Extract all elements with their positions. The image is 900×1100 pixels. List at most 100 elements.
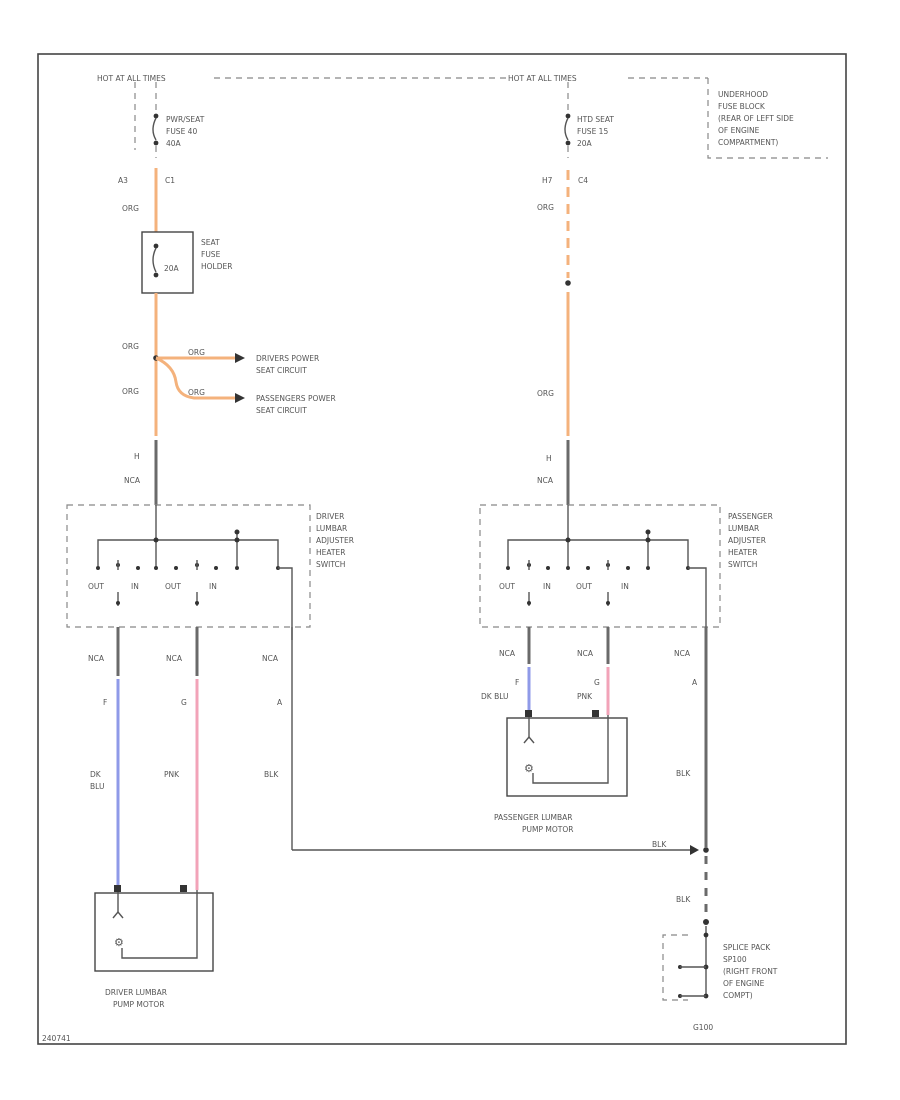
- svg-text:PUMP MOTOR: PUMP MOTOR: [522, 825, 573, 834]
- svg-text:OF ENGINE: OF ENGINE: [718, 126, 760, 135]
- wire-org-label-1: ORG: [122, 204, 139, 213]
- fuse-40-symbol: [152, 113, 159, 146]
- svg-text:SPLICE PACK: SPLICE PACK: [723, 943, 771, 952]
- passenger-switch-internals: [506, 505, 707, 627]
- svg-text:PUMP MOTOR: PUMP MOTOR: [113, 1000, 164, 1009]
- arrow-blk-to-splice: [690, 845, 699, 855]
- wire-org-label-2: ORG: [122, 342, 139, 351]
- figure-id: 240741: [42, 1034, 71, 1043]
- driver-switch-outline: [66, 504, 311, 628]
- svg-text:LUMBAR: LUMBAR: [316, 524, 347, 533]
- pin-f-driver: F: [103, 698, 107, 707]
- svg-text:ADJUSTER: ADJUSTER: [316, 536, 354, 545]
- driver-switch-label: DRIVER LUMBAR ADJUSTER HEATER SWITCH: [316, 512, 354, 569]
- fuse-block-outline: [707, 78, 828, 159]
- conn-a3-label: A3: [118, 176, 128, 185]
- seat-fuse-symbol: [152, 243, 159, 278]
- driver-sw-out-1: OUT: [88, 582, 104, 591]
- pin-g-driver: G: [181, 698, 187, 707]
- driver-motor-icon: ⚙: [114, 936, 124, 949]
- nca-passenger-a: NCA: [674, 649, 691, 658]
- driver-motor-label: DRIVER LUMBAR PUMP MOTOR: [105, 988, 167, 1009]
- svg-text:COMPT): COMPT): [723, 991, 753, 1000]
- svg-text:UNDERHOOD: UNDERHOOD: [718, 90, 768, 99]
- dk-blu-driver-2: BLU: [90, 782, 104, 791]
- branch-passenger-power-seat: [155, 356, 235, 400]
- svg-text:PASSENGERS POWER: PASSENGERS POWER: [256, 394, 336, 403]
- nca-right-feed: NCA: [537, 476, 554, 485]
- svg-text:DRIVERS POWER: DRIVERS POWER: [256, 354, 319, 363]
- passenger-motor-internals: [523, 710, 609, 784]
- svg-text:DRIVER LUMBAR: DRIVER LUMBAR: [105, 988, 167, 997]
- arrow-passenger-power-seat: [235, 393, 245, 403]
- ground-label: G100: [693, 1023, 713, 1032]
- hot-label-right: HOT AT ALL TIMES: [508, 74, 577, 83]
- nca-left-feed: NCA: [124, 476, 141, 485]
- arrow-driver-power-seat: [235, 353, 245, 363]
- svg-text:LUMBAR: LUMBAR: [728, 524, 759, 533]
- driver-motor-internals: [112, 885, 198, 959]
- svg-text:40A: 40A: [166, 139, 182, 148]
- passenger-sw-out-2: OUT: [576, 582, 592, 591]
- nca-passenger-g: NCA: [577, 649, 594, 658]
- svg-text:FUSE: FUSE: [201, 250, 221, 259]
- pin-a-passenger: A: [692, 678, 698, 687]
- seat-fuse-holder: [141, 231, 194, 294]
- blk-passenger: BLK: [676, 769, 691, 778]
- nca-driver-f: NCA: [88, 654, 105, 663]
- seat-fuse-amp: 20A: [164, 264, 180, 273]
- driver-power-seat-label: DRIVERS POWER SEAT CIRCUIT: [256, 354, 319, 375]
- passenger-switch-label: PASSENGER LUMBAR ADJUSTER HEATER SWITCH: [728, 512, 773, 569]
- blk-splice-label: BLK: [652, 840, 667, 849]
- passenger-motor-box: [506, 717, 628, 797]
- svg-text:(REAR OF LEFT SIDE: (REAR OF LEFT SIDE: [718, 114, 794, 123]
- splice-pack-pins: [678, 932, 709, 999]
- svg-text:SWITCH: SWITCH: [316, 560, 345, 569]
- svg-text:HEATER: HEATER: [316, 548, 345, 557]
- splice-pack-conn: [703, 919, 709, 925]
- passenger-sw-in-2: IN: [621, 582, 629, 591]
- svg-text:COMPARTMENT): COMPARTMENT): [718, 138, 778, 147]
- svg-text:PWR/SEAT: PWR/SEAT: [166, 115, 205, 124]
- svg-text:SEAT CIRCUIT: SEAT CIRCUIT: [256, 406, 307, 415]
- wire-org-right-1: ORG: [537, 203, 554, 212]
- pnk-driver: PNK: [164, 770, 180, 779]
- driver-sw-out-2: OUT: [165, 582, 181, 591]
- driver-sw-in-2: IN: [209, 582, 217, 591]
- conn-c1-label: C1: [165, 176, 175, 185]
- wire-org-label-3: ORG: [122, 387, 139, 396]
- svg-text:20A: 20A: [577, 139, 593, 148]
- svg-text:SP100: SP100: [723, 955, 747, 964]
- pin-f-passenger: F: [515, 678, 519, 687]
- svg-text:DRIVER: DRIVER: [316, 512, 344, 521]
- diagram-frame: [37, 53, 847, 1045]
- dk-blu-driver-1: DK: [90, 770, 102, 779]
- svg-text:HOLDER: HOLDER: [201, 262, 232, 271]
- svg-text:OF ENGINE: OF ENGINE: [723, 979, 765, 988]
- blk-driver: BLK: [264, 770, 279, 779]
- svg-text:FUSE 40: FUSE 40: [166, 127, 197, 136]
- conn-h7-label: H7: [542, 176, 553, 185]
- branch-org-label-1: ORG: [188, 348, 205, 357]
- fuse-block-label: UNDERHOOD FUSE BLOCK (REAR OF LEFT SIDE …: [718, 90, 794, 147]
- hot-label-left: HOT AT ALL TIMES: [97, 74, 166, 83]
- splice-pack-label: SPLICE PACK SP100 (RIGHT FRONT OF ENGINE…: [723, 943, 778, 1000]
- pin-h-left: H: [134, 452, 140, 461]
- svg-text:PASSENGER LUMBAR: PASSENGER LUMBAR: [494, 813, 572, 822]
- driver-switch-internals: [96, 505, 293, 640]
- driver-sw-in-1: IN: [131, 582, 139, 591]
- passenger-switch-outline: [479, 504, 721, 628]
- passenger-power-seat-label: PASSENGERS POWER SEAT CIRCUIT: [256, 394, 336, 415]
- conn-c4-label: C4: [578, 176, 588, 185]
- seat-fuse-holder-label: SEAT FUSE HOLDER: [201, 238, 232, 271]
- pin-a-driver: A: [277, 698, 283, 707]
- inline-conn-right: [565, 280, 571, 286]
- nca-driver-a: NCA: [262, 654, 279, 663]
- passenger-motor-label: PASSENGER LUMBAR PUMP MOTOR: [494, 813, 573, 834]
- svg-text:FUSE BLOCK: FUSE BLOCK: [718, 102, 766, 111]
- pin-h-right: H: [546, 454, 552, 463]
- svg-text:HEATER: HEATER: [728, 548, 757, 557]
- fuse-40-label: PWR/SEAT FUSE 40 40A: [166, 115, 205, 148]
- svg-text:(RIGHT FRONT: (RIGHT FRONT: [723, 967, 778, 976]
